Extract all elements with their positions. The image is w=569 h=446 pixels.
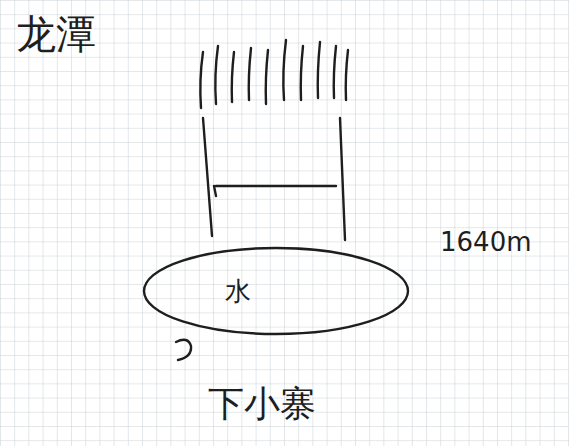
village-label: 下小寨 <box>208 384 316 424</box>
pool-mark <box>176 340 191 360</box>
map-title: 龙潭 <box>16 12 96 56</box>
ellipse-shape <box>144 248 408 334</box>
elevation-label: 1640m <box>440 228 532 257</box>
water-label: 水 <box>225 277 251 306</box>
water-ellipse: 水 <box>142 246 410 336</box>
ellipse-outline <box>142 246 410 336</box>
waterfall-strokes <box>200 40 348 108</box>
cliff-frame <box>203 118 345 240</box>
